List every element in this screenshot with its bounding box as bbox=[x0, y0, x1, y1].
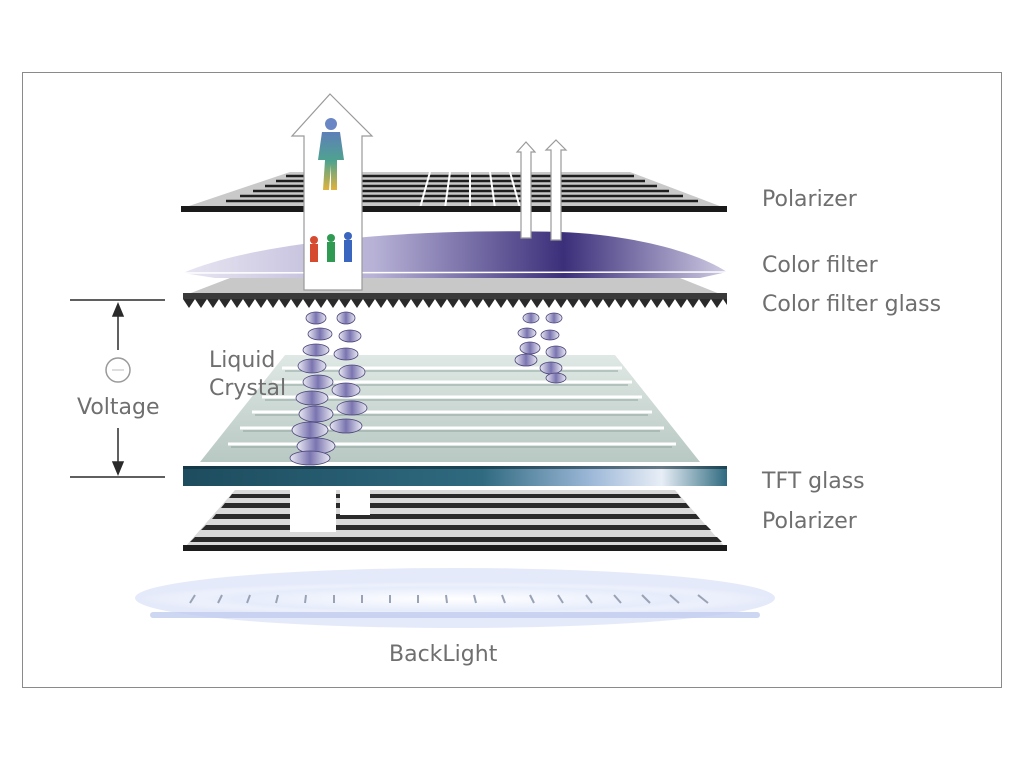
label-tft-glass: TFT glass bbox=[762, 469, 865, 494]
label-crystal: Crystal bbox=[209, 376, 287, 401]
label-polarizer-top: Polarizer bbox=[762, 187, 857, 212]
voltage-indicator bbox=[70, 299, 165, 478]
voltage-source-icon bbox=[105, 357, 131, 383]
label-color-filter: Color filter bbox=[762, 253, 878, 278]
label-polarizer-bottom: Polarizer bbox=[762, 509, 857, 534]
crystal-columns bbox=[289, 311, 567, 466]
label-liquid: Liquid bbox=[209, 348, 276, 373]
color-people-icon bbox=[310, 232, 352, 262]
color-filter-layer bbox=[182, 231, 728, 278]
small-light-arrows bbox=[515, 139, 568, 241]
label-color-filter-glass: Color filter glass bbox=[762, 292, 942, 317]
bottom-polarizer bbox=[183, 490, 727, 551]
color-filter-glass-layer bbox=[183, 278, 727, 308]
label-backlight: BackLight bbox=[389, 642, 498, 667]
tft-glass-layer bbox=[183, 466, 727, 486]
label-voltage: Voltage bbox=[77, 395, 160, 420]
person-figure-icon bbox=[318, 118, 344, 190]
backlight-layer bbox=[135, 568, 775, 628]
top-polarizer bbox=[181, 171, 727, 212]
